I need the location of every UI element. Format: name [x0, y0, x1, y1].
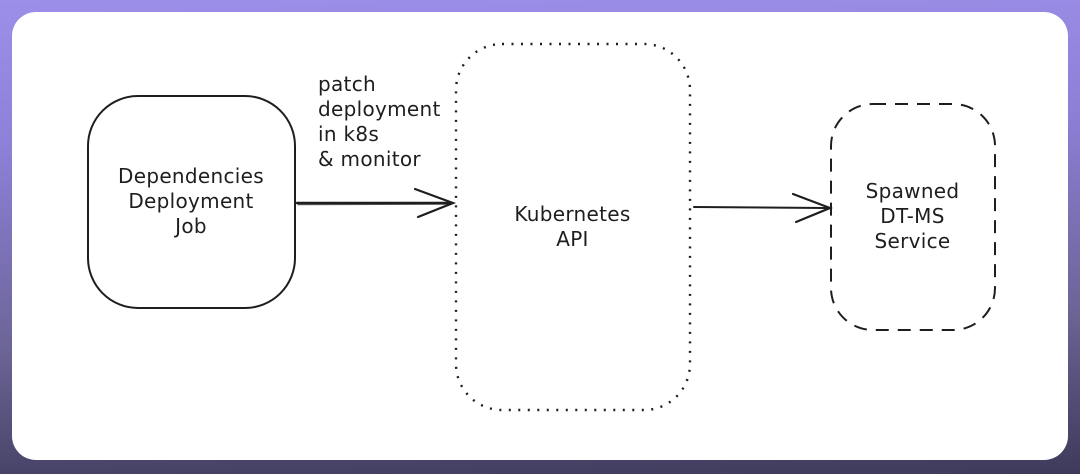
edge-label-line: patch: [318, 72, 376, 96]
node-dependencies-deployment-job: Dependencies Deployment Job: [87, 95, 295, 308]
edge-label-line: deployment: [318, 97, 441, 121]
node-label-line: API: [556, 226, 589, 251]
diagram-shapes-layer: [87, 42, 996, 412]
edge-label-line: & monitor: [318, 147, 421, 171]
node-label-line: Deployment: [128, 189, 254, 213]
node-label-line: Service: [874, 229, 951, 253]
node-label-line: Dependencies: [118, 164, 264, 188]
whiteboard-canvas: Dependencies Deployment Job Kubernetes A…: [12, 12, 1068, 460]
edge-label-patch-deployment: patch deployment in k8s & monitor: [318, 72, 468, 172]
arrow-k8s-to-service: [693, 192, 833, 224]
node-label-line: Kubernetes: [514, 201, 631, 226]
node-label-line: Spawned: [865, 179, 960, 203]
node-label-line: Job: [175, 214, 207, 238]
node-dependencies-deployment-job-shape: [87, 95, 296, 309]
node-label-line: DT-MS: [880, 204, 945, 228]
node-spawned-dtms-service: Spawned DT-MS Service: [830, 103, 995, 330]
arrow-job-to-k8s: [295, 187, 457, 219]
edge-label-line: in k8s: [318, 122, 380, 146]
node-kubernetes-api: Kubernetes API: [455, 43, 690, 410]
